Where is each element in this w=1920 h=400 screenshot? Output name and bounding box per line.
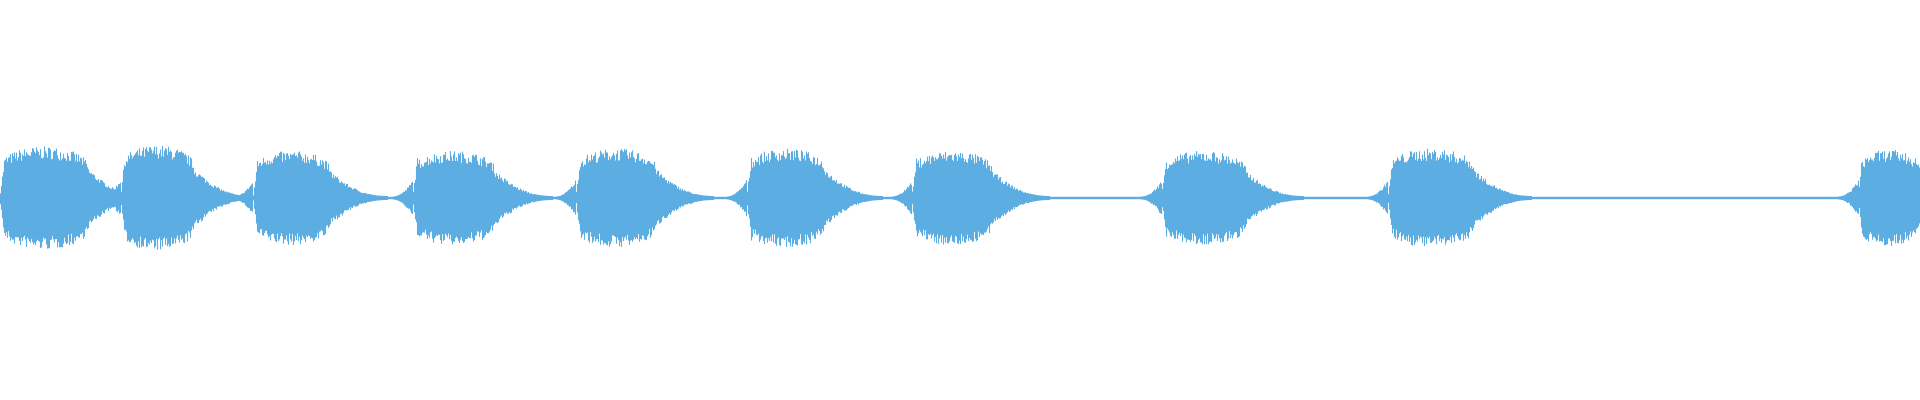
waveform-display	[0, 146, 1920, 250]
audio-waveform	[0, 146, 1920, 250]
